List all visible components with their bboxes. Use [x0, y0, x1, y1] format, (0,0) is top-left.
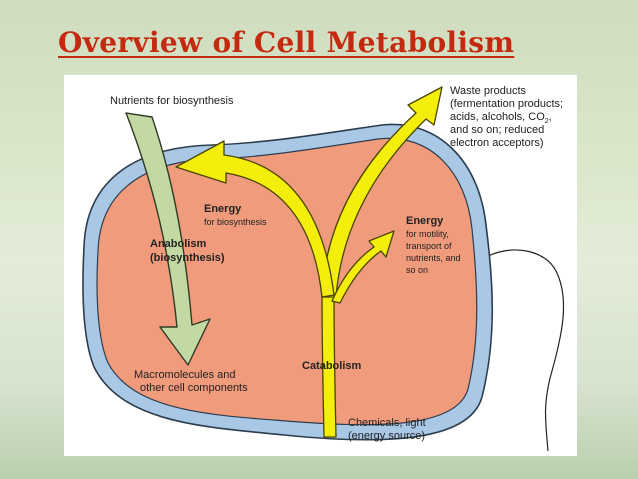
chemicals-label: Chemicals, light (energy source) — [348, 417, 426, 442]
svg-text:nutrients, and: nutrients, and — [406, 253, 461, 263]
macromolecules-label: Macromolecules and other cell components — [134, 369, 248, 394]
diagram-panel: Nutrients for biosynthesis Waste product… — [64, 75, 577, 456]
energy-motility-label: Energy for motility, transport of nutrie… — [406, 215, 461, 275]
waste-products-arrow — [321, 86, 443, 298]
svg-text:Energy: Energy — [204, 203, 242, 215]
energy-biosynthesis-arrow — [175, 140, 335, 298]
metabolism-diagram: Nutrients for biosynthesis Waste product… — [82, 85, 565, 452]
svg-text:Waste products: Waste products — [450, 85, 527, 97]
svg-text:other cell components: other cell components — [140, 382, 248, 394]
catabolism-label: Catabolism — [302, 360, 362, 372]
svg-text:(biosynthesis): (biosynthesis) — [150, 252, 225, 264]
nutrients-label: Nutrients for biosynthesis — [110, 95, 234, 107]
svg-text:and so on; reduced: and so on; reduced — [450, 124, 544, 136]
svg-text:electron acceptors): electron acceptors) — [450, 137, 544, 149]
slide-title: Overview of Cell Metabolism — [58, 26, 515, 59]
svg-text:for biosynthesis: for biosynthesis — [204, 217, 267, 227]
svg-text:transport of: transport of — [406, 241, 452, 251]
svg-text:Anabolism: Anabolism — [150, 238, 206, 250]
svg-text:Macromolecules and: Macromolecules and — [134, 369, 236, 381]
svg-text:(energy source): (energy source) — [348, 430, 425, 442]
svg-text:so on: so on — [406, 265, 428, 275]
svg-text:(fermentation products;: (fermentation products; — [450, 98, 563, 110]
energy-biosynthesis-label: Energy for biosynthesis — [204, 203, 267, 227]
anabolism-arrow — [125, 112, 211, 366]
svg-text:Energy: Energy — [406, 215, 444, 227]
svg-text:for motility,: for motility, — [406, 229, 449, 239]
flagellum — [485, 249, 565, 452]
energy-motility-arrow — [331, 230, 395, 304]
waste-products-label: Waste products (fermentation products; a… — [450, 85, 563, 149]
svg-text:Chemicals, light: Chemicals, light — [348, 417, 426, 429]
svg-text:acids, alcohols, CO2,: acids, alcohols, CO2, — [450, 111, 552, 125]
anabolism-label: Anabolism (biosynthesis) — [150, 238, 225, 264]
